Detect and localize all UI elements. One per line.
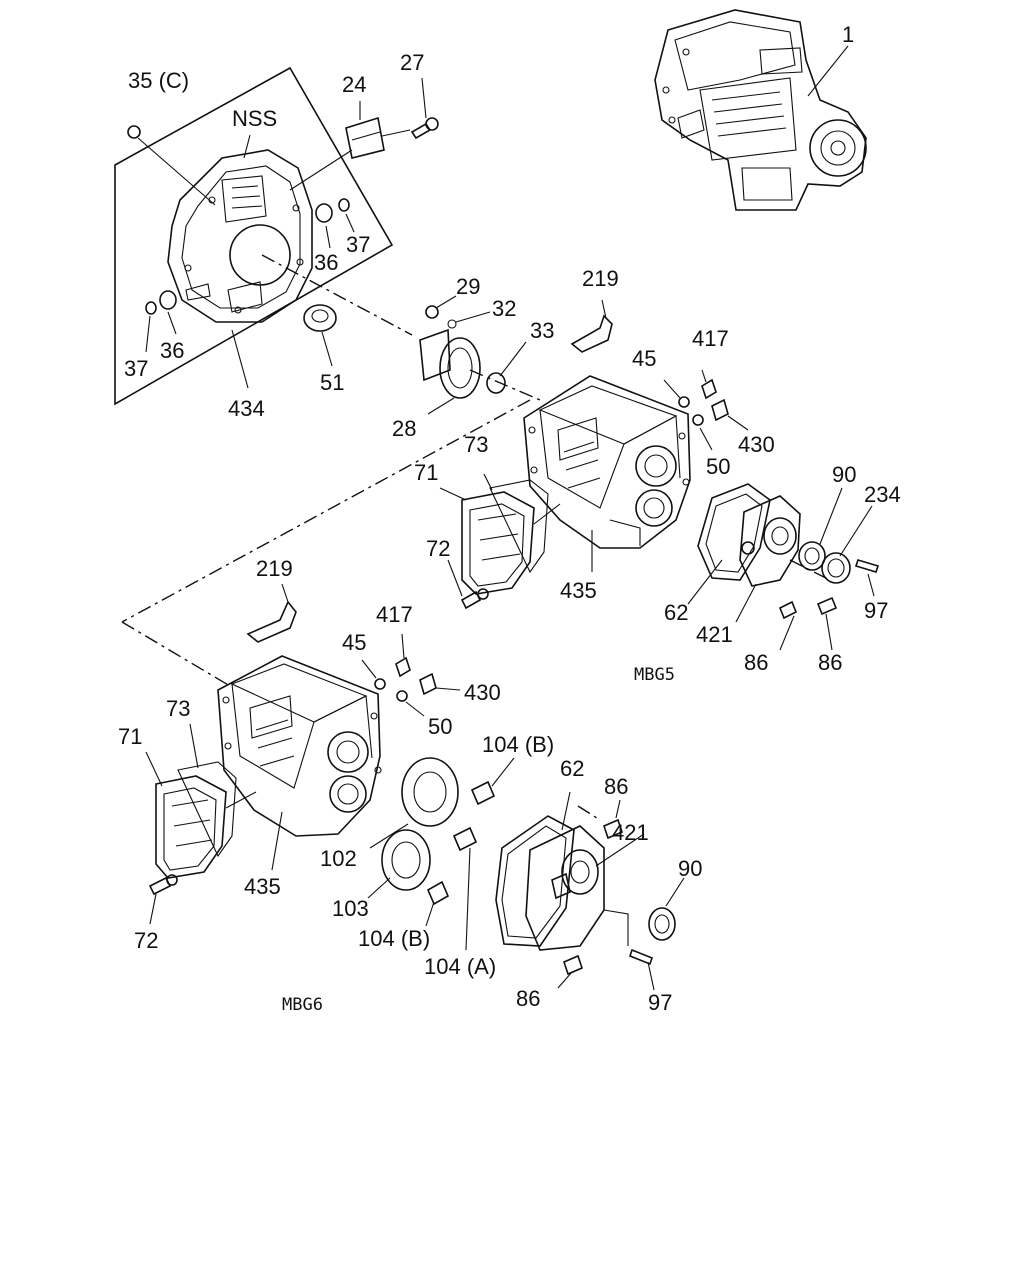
lower-rear-cover-group [367,757,685,991]
label-45b: 45 [342,630,366,655]
label-434: 434 [228,396,265,421]
label-86d: 86 [516,986,540,1011]
label-421b: 421 [612,820,649,845]
label-430b: 430 [464,680,501,705]
label-51: 51 [320,370,344,395]
label-36a: 36 [314,250,338,275]
upper-transmission-case [439,299,749,610]
label-234: 234 [864,482,901,507]
label-50a: 50 [706,454,730,479]
label-104b-lower: 104 (B) [358,926,430,951]
label-37b: 37 [124,356,148,381]
label-104a: 104 (A) [424,954,496,979]
label-35c: 35 (C) [128,68,189,93]
label-90b: 90 [678,856,702,881]
lower-transmission-case [145,583,461,925]
front-bearing-retainer-28 [419,295,527,415]
label-421a: 421 [696,622,733,647]
label-219a: 219 [582,266,619,291]
assembly-axis-line-1 [261,254,413,336]
transmission-assembly [654,9,867,211]
group-code-mbg6: MBG6 [282,995,323,1015]
label-435b: 435 [244,874,281,899]
group-code-labels: MBG5 MBG6 [282,665,675,1015]
label-417b: 417 [376,602,413,627]
label-50b: 50 [428,714,452,739]
label-62a: 62 [664,600,688,625]
label-71a: 71 [414,460,438,485]
label-36b: 36 [160,338,184,363]
label-417a: 417 [692,326,729,351]
upper-rear-cover-group [687,483,880,651]
label-28: 28 [392,416,416,441]
label-1: 1 [842,22,854,47]
label-73a: 73 [464,432,488,457]
label-219b: 219 [256,556,293,581]
label-29: 29 [456,274,480,299]
label-430a: 430 [738,432,775,457]
label-73b: 73 [166,696,190,721]
label-86b: 86 [818,650,842,675]
label-86a: 86 [744,650,768,675]
label-435a: 435 [560,578,597,603]
label-33: 33 [530,318,554,343]
label-nss: NSS [232,106,277,131]
group-code-mbg5: MBG5 [634,665,675,685]
label-27: 27 [400,50,424,75]
label-32: 32 [492,296,516,321]
clutch-housing-group [114,66,439,406]
part-number-labels: 1 35 (C) 24 27 NSS 37 36 37 36 51 434 29… [118,22,901,1015]
label-86c: 86 [604,774,628,799]
label-72a: 72 [426,536,450,561]
label-97b: 97 [648,990,672,1015]
label-37a: 37 [346,232,370,257]
label-45a: 45 [632,346,656,371]
label-103: 103 [332,896,369,921]
label-71b: 71 [118,724,142,749]
assembly-axis-line-3 [121,399,531,623]
label-97a: 97 [864,598,888,623]
label-72b: 72 [134,928,158,953]
label-104b-upper: 104 (B) [482,732,554,757]
label-62b: 62 [560,756,584,781]
label-102: 102 [320,846,357,871]
label-24: 24 [342,72,366,97]
label-90a: 90 [832,462,856,487]
assembly-axis-line-4 [121,621,231,687]
